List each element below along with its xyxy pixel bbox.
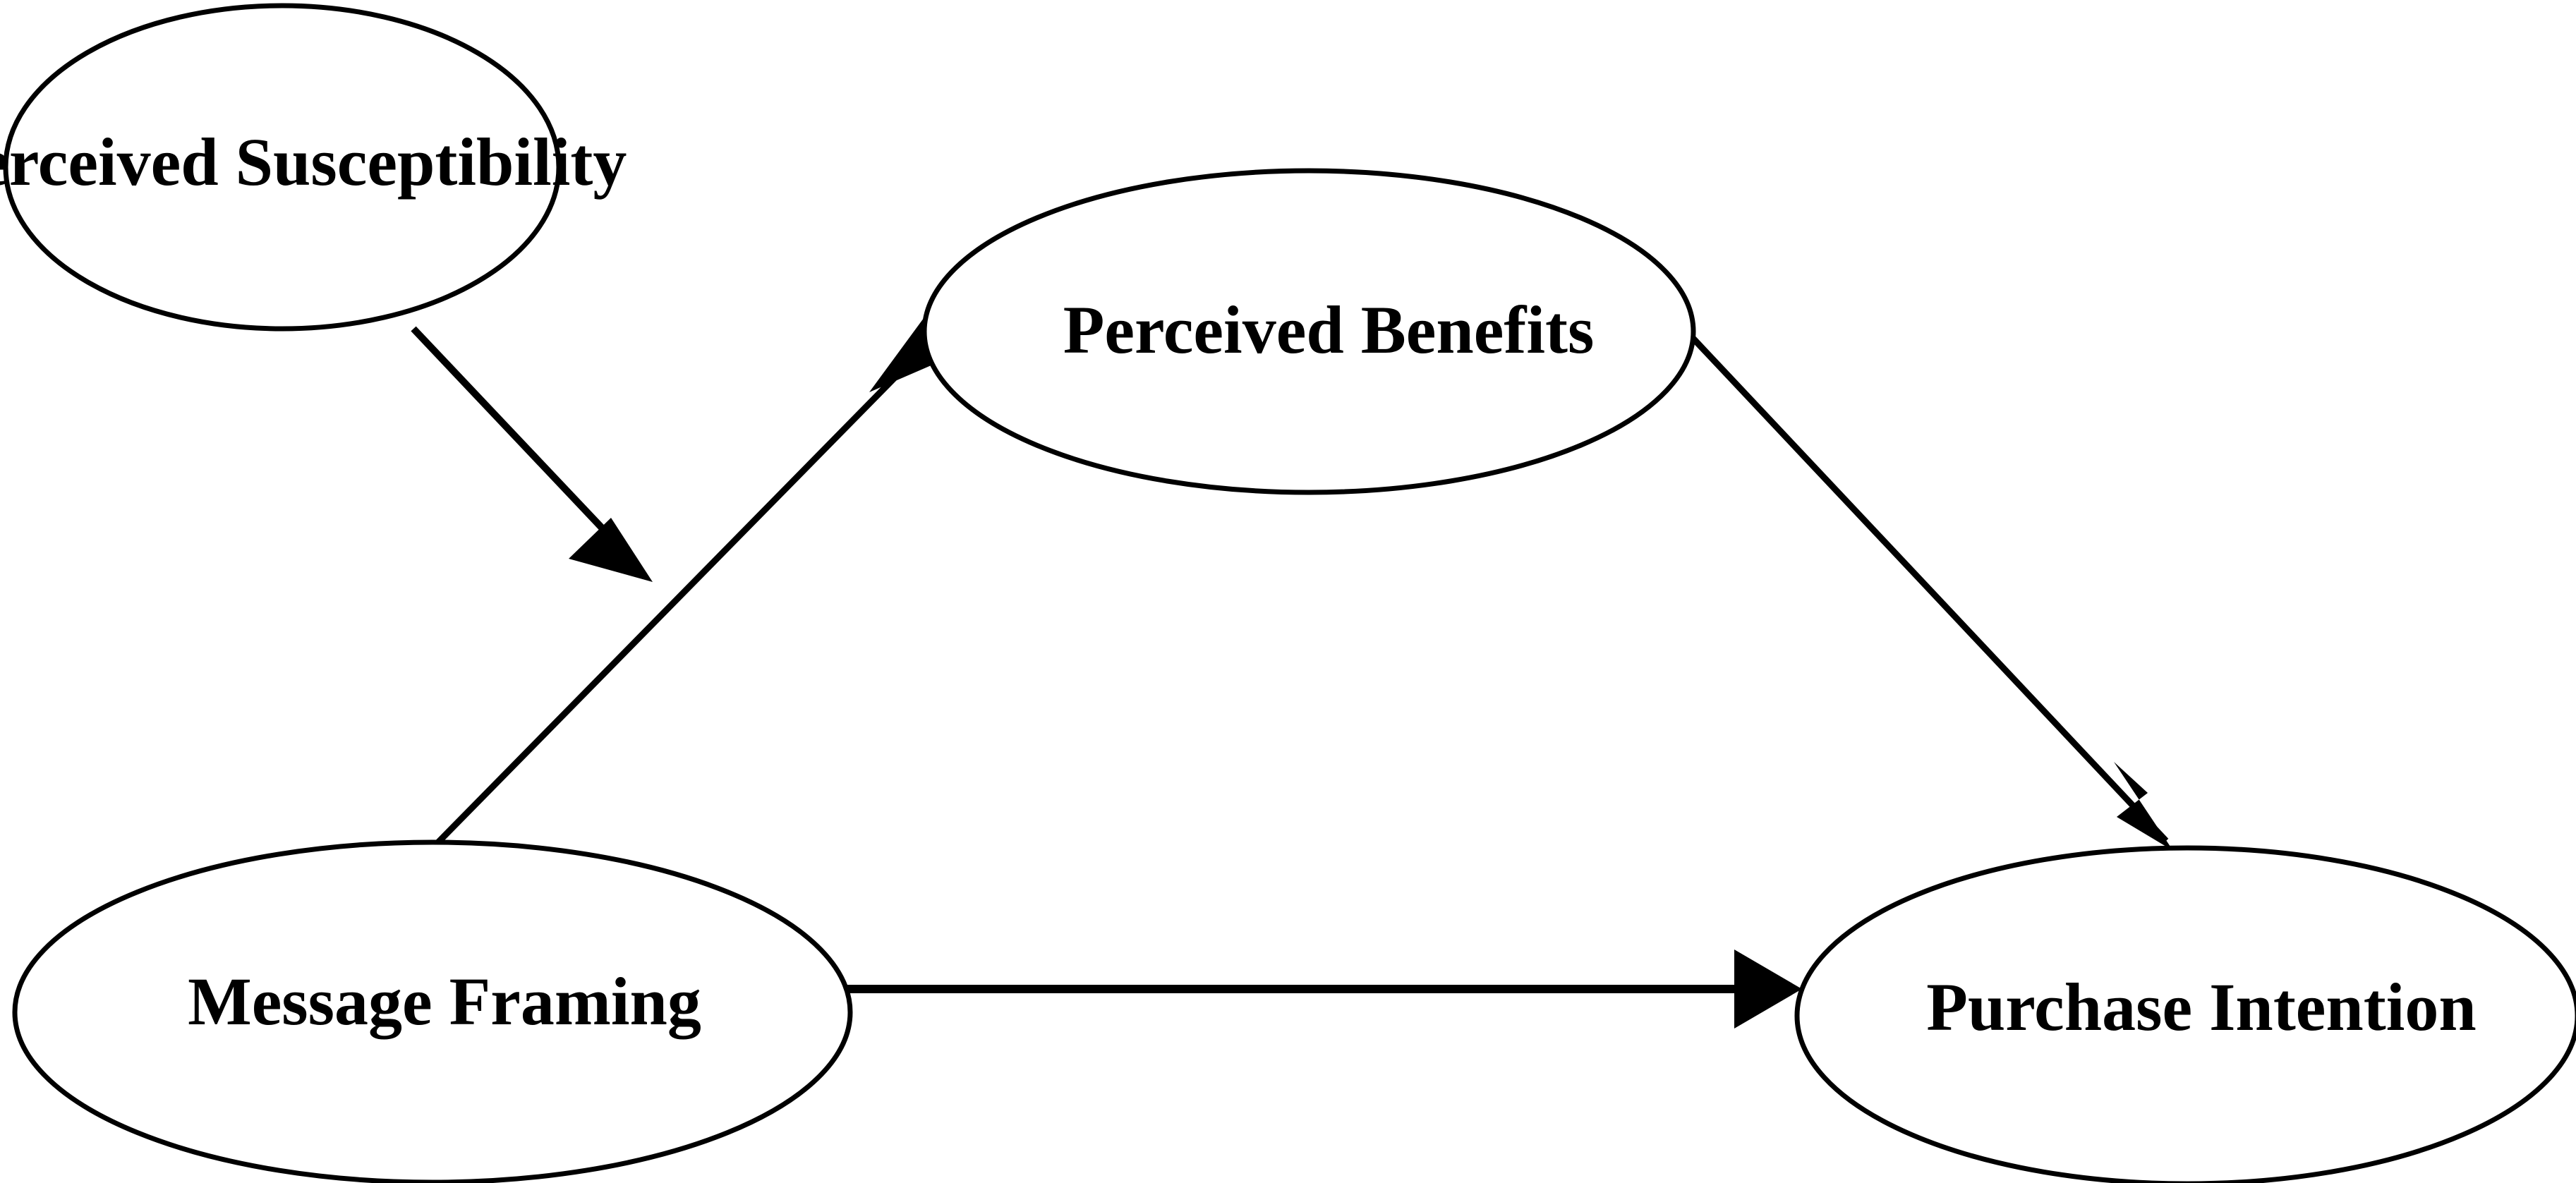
edge-framing-to-purchase: [845, 950, 1802, 1029]
node-label-perceived-susceptibility: Perceived Susceptibility: [0, 124, 627, 200]
node-perceived-benefits[interactable]: Perceived Benefits: [921, 168, 1696, 495]
node-perceived-susceptibility[interactable]: Perceived Susceptibility: [0, 3, 627, 332]
node-shape-purchase-intention[interactable]: [1794, 845, 2576, 1183]
edge-benefits-to-purchase: [1691, 336, 2173, 851]
node-purchase-intention[interactable]: Purchase Intention: [1794, 845, 2576, 1183]
edge-susceptibility-to-path: [411, 326, 653, 582]
edge-line-benefits-purchase: [1691, 336, 2169, 844]
node-shape-perceived-benefits[interactable]: [921, 168, 1696, 495]
node-label-perceived-benefits: Perceived Benefits: [1063, 292, 1595, 368]
edge-line-susceptibility: [411, 326, 639, 567]
edge-framing-to-benefits: [434, 302, 955, 847]
node-shape-message-framing[interactable]: [12, 839, 853, 1183]
node-label-message-framing: Message Framing: [188, 964, 701, 1039]
arrowhead-purchase-left-icon: [1734, 950, 1802, 1029]
node-shape-perceived-susceptibility[interactable]: [3, 3, 562, 332]
arrowhead-susceptibility-icon: [569, 518, 653, 582]
edge-line-framing-benefits: [434, 316, 955, 847]
node-label-purchase-intention: Purchase Intention: [1926, 969, 2477, 1045]
arrowhead-purchase-top-icon: [2114, 762, 2173, 851]
node-message-framing[interactable]: Message Framing: [12, 839, 853, 1183]
